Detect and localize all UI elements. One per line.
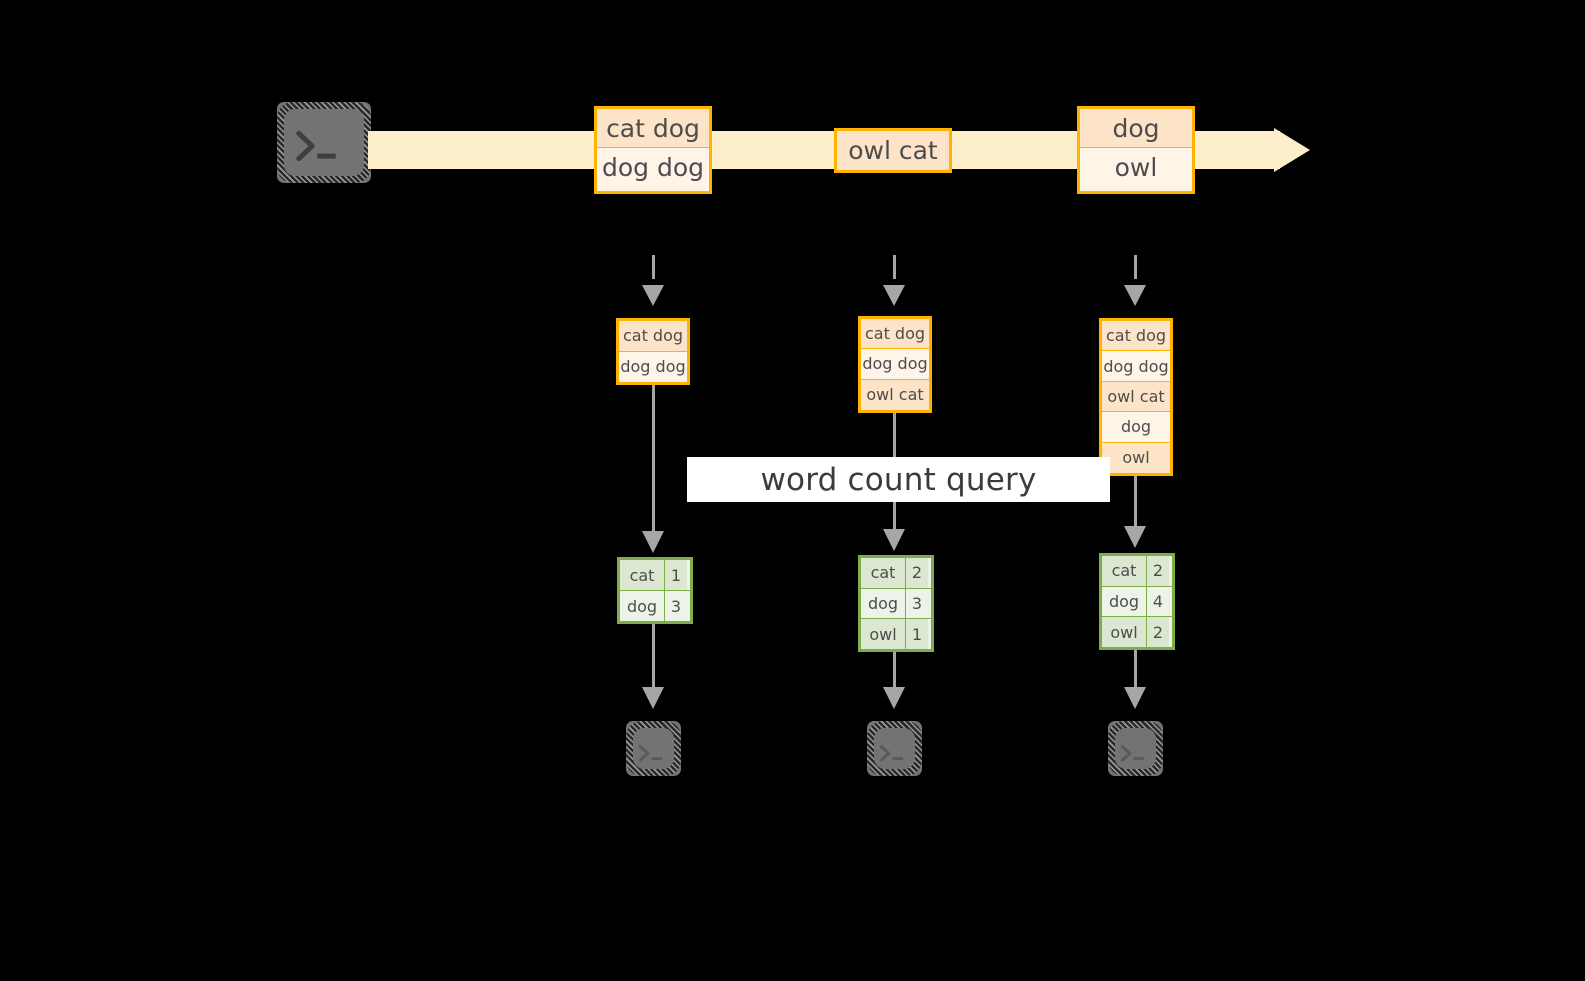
result-word: cat xyxy=(620,560,665,590)
table-row: cat 1 xyxy=(620,560,690,591)
result-count: 1 xyxy=(665,560,687,590)
sink-terminal-icon-col1 xyxy=(617,712,690,785)
tap-line-col3-dash1 xyxy=(1133,255,1137,279)
table-row: cat 2 xyxy=(1102,556,1172,587)
record-cell: cat dog xyxy=(861,319,929,350)
table-row: owl 2 xyxy=(1102,617,1172,648)
record-cell: dog dog xyxy=(861,349,929,380)
record-cell: cat dog xyxy=(597,109,709,148)
result-table-col2: cat 2 dog 3 owl 1 xyxy=(858,555,934,652)
terminal-body xyxy=(1115,728,1156,769)
stream-record-2: owl cat xyxy=(834,128,952,173)
tap-line-col2-dash1 xyxy=(892,255,896,279)
query-label-band: word count query xyxy=(687,457,1110,502)
tap-arrow-col2 xyxy=(882,285,906,307)
result-word: dog xyxy=(861,588,906,619)
query-label-text: word count query xyxy=(760,461,1037,498)
flow-arrow-col2-to-result xyxy=(882,529,906,552)
result-count: 2 xyxy=(1147,556,1169,586)
table-row: cat 2 xyxy=(861,558,931,589)
record-cell: dog xyxy=(1080,109,1192,148)
flow-line-col1-to-sink xyxy=(651,624,655,689)
terminal-prompt-glyph xyxy=(277,102,371,183)
stream-record-1: cat dog dog dog xyxy=(594,106,712,194)
table-row: dog 3 xyxy=(620,591,690,621)
flow-line-col3-to-sink xyxy=(1133,650,1137,689)
stream-record-3: dog owl xyxy=(1077,106,1195,194)
result-word: owl xyxy=(1102,617,1147,648)
flow-arrow-col3-to-sink xyxy=(1123,687,1147,710)
flow-arrow-col2-to-sink xyxy=(882,687,906,710)
inbox-stack-col3: cat dog dog dog owl cat dog owl xyxy=(1099,318,1173,476)
record-cell: dog dog xyxy=(619,351,687,382)
record-cell: owl xyxy=(1080,148,1192,187)
tap-arrow-col1 xyxy=(641,285,665,307)
sink-terminal-icon-col3 xyxy=(1099,712,1172,785)
stream-arrow-head xyxy=(1274,118,1312,182)
terminal-prompt-glyph xyxy=(1108,721,1163,776)
flow-arrow-col1-to-result xyxy=(641,531,665,554)
result-word: owl xyxy=(861,619,906,650)
record-cell: owl cat xyxy=(1102,381,1170,413)
record-cell: cat dog xyxy=(1102,321,1170,352)
sink-terminal-icon-col2 xyxy=(858,712,931,785)
terminal-body xyxy=(633,728,674,769)
table-row: dog 4 xyxy=(1102,586,1172,618)
table-row: dog 3 xyxy=(861,588,931,620)
result-count: 1 xyxy=(906,619,928,650)
flow-line-col3-to-result xyxy=(1133,476,1137,528)
flow-arrow-col1-to-sink xyxy=(641,687,665,710)
inbox-stack-col2: cat dog dog dog owl cat xyxy=(858,316,932,413)
record-cell: owl xyxy=(1102,442,1170,474)
result-word: cat xyxy=(1102,556,1147,586)
flow-arrow-col3-to-result xyxy=(1123,526,1147,549)
result-word: dog xyxy=(620,591,665,621)
flow-line-col1-to-result xyxy=(651,385,655,533)
table-row: owl 1 xyxy=(861,619,931,650)
result-table-col1: cat 1 dog 3 xyxy=(617,557,693,624)
record-cell: dog xyxy=(1102,412,1170,443)
result-count: 3 xyxy=(906,588,928,619)
result-word: dog xyxy=(1102,586,1147,617)
record-cell: cat dog xyxy=(619,321,687,352)
flow-line-col2-to-sink xyxy=(892,652,896,689)
inbox-stack-col1: cat dog dog dog xyxy=(616,318,690,385)
terminal-body xyxy=(874,728,915,769)
source-terminal-icon xyxy=(268,93,380,192)
result-count: 4 xyxy=(1147,586,1169,617)
terminal-body xyxy=(284,109,364,176)
record-cell: owl cat xyxy=(837,131,949,170)
result-count: 2 xyxy=(1147,617,1169,648)
result-count: 2 xyxy=(906,558,928,588)
record-cell: dog dog xyxy=(1102,351,1170,382)
tap-arrow-col3 xyxy=(1123,285,1147,307)
record-cell: owl cat xyxy=(861,379,929,410)
result-count: 3 xyxy=(665,591,687,621)
record-cell: dog dog xyxy=(597,148,709,187)
result-table-col3: cat 2 dog 4 owl 2 xyxy=(1099,553,1175,650)
tap-line-col1-dash1 xyxy=(651,255,655,279)
terminal-prompt-glyph xyxy=(867,721,922,776)
terminal-prompt-glyph xyxy=(626,721,681,776)
result-word: cat xyxy=(861,558,906,588)
